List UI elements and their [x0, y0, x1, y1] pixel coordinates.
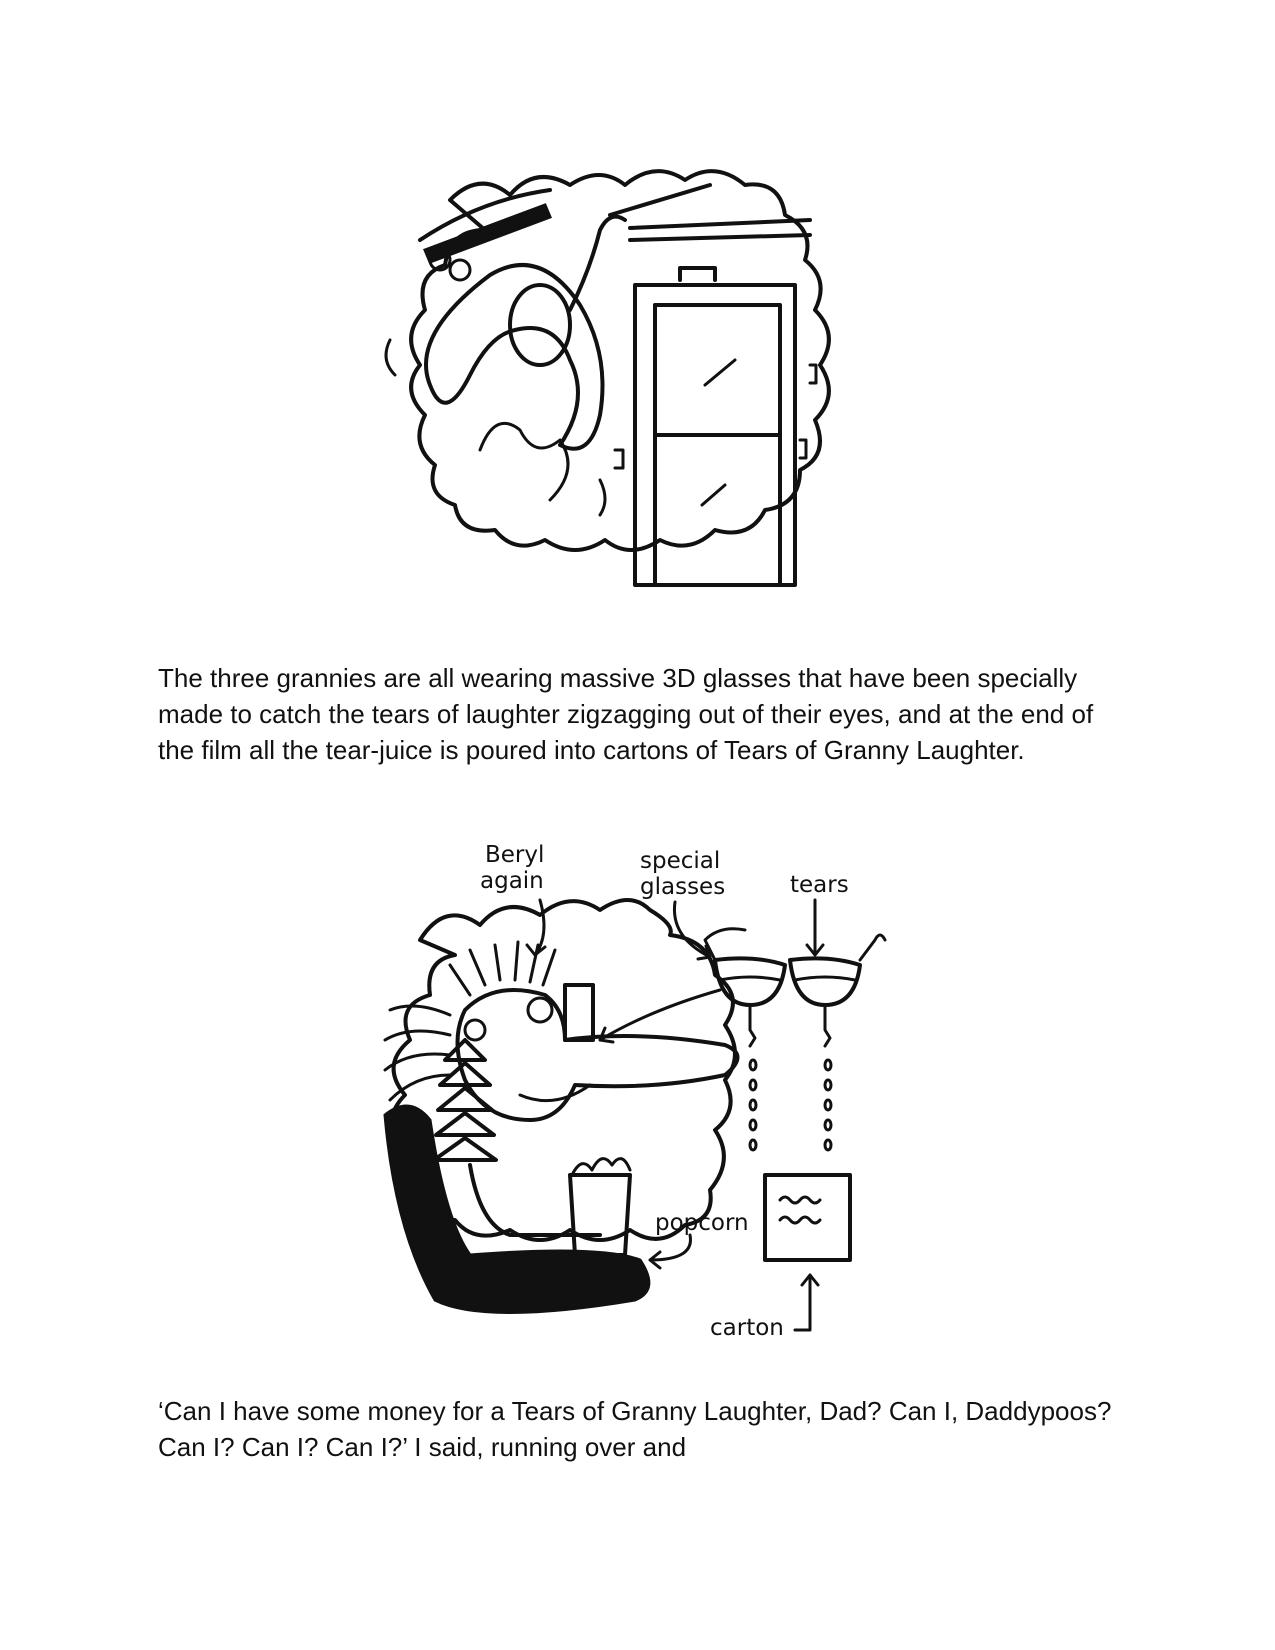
thought-cloud-outline [409, 169, 831, 552]
granny-laughing-drawing [384, 169, 831, 587]
popcorn-top [570, 1157, 632, 1177]
paragraph-2: ‘Can I have some money for a Tears of Gr… [158, 1396, 1112, 1462]
motion-line [598, 478, 607, 517]
label-tears: tears [790, 872, 849, 898]
glass-shine [703, 358, 737, 387]
bracket-mark [613, 448, 625, 470]
label-glasses-line1: special [640, 848, 720, 874]
label-carton: carton [710, 1315, 784, 1341]
tear-level-right [793, 975, 857, 982]
carton-wave [778, 1195, 822, 1205]
arrow-popcorn [648, 1233, 692, 1270]
glasses-right-lens [788, 956, 862, 1007]
arrow-tears [805, 898, 825, 957]
carton-wave [778, 1215, 822, 1225]
ceiling-line [628, 218, 812, 230]
beryl-body [468, 1163, 602, 1237]
granny-body [478, 421, 570, 502]
bracket-mark [798, 438, 808, 460]
cinema-seat [383, 1104, 651, 1314]
granny-arm [568, 214, 627, 312]
door-panel [653, 303, 782, 587]
beryl-cinema-illustration: Beryl again special glasses tears popcor… [350, 830, 950, 1350]
glasses-arm-left [703, 927, 747, 962]
glasses-arm-right [858, 933, 887, 962]
granny-laughing-illustration [330, 160, 920, 620]
tear-drops [748, 1058, 833, 1152]
label-beryl-line2: again [480, 868, 544, 894]
popcorn-box [568, 1173, 632, 1257]
label-beryl-line1: Beryl [485, 842, 544, 868]
label-popcorn: popcorn [655, 1210, 749, 1236]
beryl-head [455, 988, 740, 1122]
granny-hat [418, 188, 552, 242]
tear-level-left [718, 975, 782, 982]
glasses-spout-right [823, 1003, 832, 1048]
beryl-ear [463, 1018, 487, 1042]
motion-line [384, 338, 397, 377]
beryl-cinema-drawing: Beryl again special glasses tears popcor… [383, 842, 887, 1341]
granny-head [424, 263, 605, 451]
glasses-left-lens [713, 956, 787, 1007]
granny-glasses-lens [448, 258, 472, 282]
label-glasses-line2: glasses [640, 874, 725, 900]
paragraph-1: The three grannies are all wearing massi… [158, 663, 1094, 765]
bracket-mark [808, 363, 818, 385]
glass-shine [700, 483, 727, 507]
granny-glasses-lens [428, 248, 452, 272]
beryl-neck-ruff [432, 1038, 498, 1162]
ceiling-line [628, 233, 812, 242]
beryl-hair [383, 940, 557, 1102]
ceiling-line [608, 183, 712, 217]
beryl-mouth [518, 1083, 592, 1103]
beryl-eye [526, 996, 554, 1024]
beryl-glasses-lens [563, 983, 595, 1042]
granny-mouth [508, 283, 572, 367]
arrow-glasses-to-face [598, 988, 722, 1044]
tear-carton [763, 1173, 852, 1262]
glasses-spout-left [748, 1003, 757, 1048]
arrow-carton [793, 1273, 820, 1332]
door-handle-top [678, 266, 717, 282]
hat-band [423, 203, 552, 264]
